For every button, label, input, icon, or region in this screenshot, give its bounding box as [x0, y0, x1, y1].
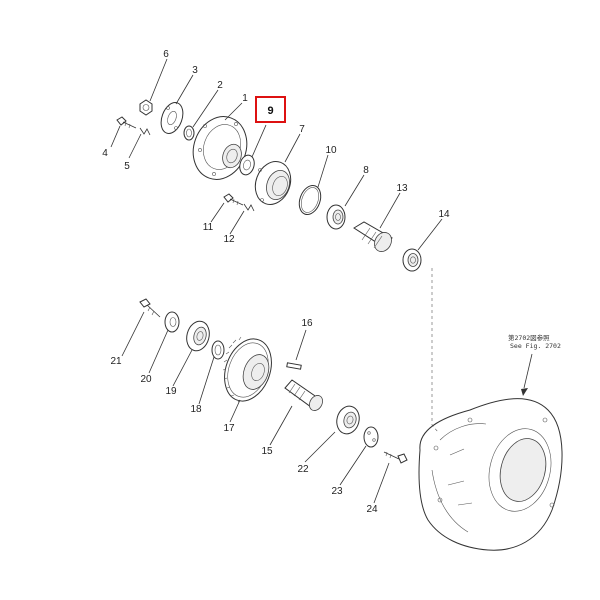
part-17-gear[interactable] [216, 332, 279, 407]
callout-11[interactable]: 11 [203, 222, 214, 233]
callout-10[interactable]: 10 [325, 145, 337, 156]
part-2-ring[interactable] [183, 125, 195, 141]
callout-19[interactable]: 19 [165, 386, 177, 397]
part-16-pin[interactable] [286, 362, 302, 370]
callout-24[interactable]: 24 [366, 504, 378, 515]
part-23-plate[interactable] [363, 426, 379, 448]
callout-20[interactable]: 20 [140, 374, 152, 385]
callout-18[interactable]: 18 [190, 404, 202, 415]
callout-9[interactable]: 9 [267, 105, 273, 117]
part-3-plate[interactable] [157, 100, 187, 137]
callout-13[interactable]: 13 [396, 183, 408, 194]
part-8-bearing[interactable] [326, 204, 346, 230]
part-10-o-ring[interactable] [295, 182, 324, 217]
reference-note-jp: 第2702図参照 [508, 333, 550, 342]
callout-6[interactable]: 6 [163, 49, 169, 60]
highlight-box [255, 96, 286, 123]
part-24-bolt[interactable] [383, 451, 408, 464]
callout-15[interactable]: 15 [261, 446, 273, 457]
callout-8[interactable]: 8 [363, 165, 369, 176]
callout-2[interactable]: 2 [217, 80, 223, 91]
callout-17[interactable]: 17 [223, 423, 235, 434]
callout-21[interactable]: 21 [110, 356, 122, 367]
part-22-bearing[interactable] [334, 404, 362, 437]
callout-5[interactable]: 5 [124, 161, 130, 172]
part-5-washer[interactable] [139, 127, 151, 136]
callout-16[interactable]: 16 [301, 318, 313, 329]
part-13-shaft[interactable] [353, 221, 395, 255]
part-11-bolt[interactable] [223, 193, 244, 206]
part-21-bolt[interactable] [139, 298, 161, 318]
callout-14[interactable]: 14 [438, 209, 450, 220]
part-15-shaft[interactable] [284, 379, 325, 413]
part-1-housing[interactable] [185, 109, 256, 187]
part-14-bearing[interactable] [402, 248, 422, 272]
callout-7[interactable]: 7 [299, 124, 305, 135]
callout-4[interactable]: 4 [102, 148, 108, 159]
part-4-bolt[interactable] [116, 116, 137, 129]
callout-22[interactable]: 22 [297, 464, 309, 475]
part-19-bearing[interactable] [183, 319, 212, 354]
callout-3[interactable]: 3 [192, 65, 198, 76]
assembly-axis-line [431, 268, 439, 433]
leader-lines [110, 58, 443, 504]
callout-1[interactable]: 1 [242, 93, 248, 104]
part-18-ring[interactable] [211, 340, 225, 360]
reference-arrow [521, 353, 533, 396]
part-9-bearing[interactable] [238, 154, 257, 177]
transmission-case[interactable] [418, 398, 563, 551]
part-7-cage[interactable] [250, 157, 297, 210]
part-12-washer[interactable] [243, 203, 255, 212]
callout-12[interactable]: 12 [223, 234, 235, 245]
part-6-nut[interactable] [139, 99, 153, 116]
callout-23[interactable]: 23 [331, 486, 343, 497]
reference-note-en: See Fig. 2702 [510, 342, 561, 350]
highlighted-callout-9[interactable]: 9 [255, 96, 286, 123]
part-20-plate[interactable] [164, 311, 180, 333]
